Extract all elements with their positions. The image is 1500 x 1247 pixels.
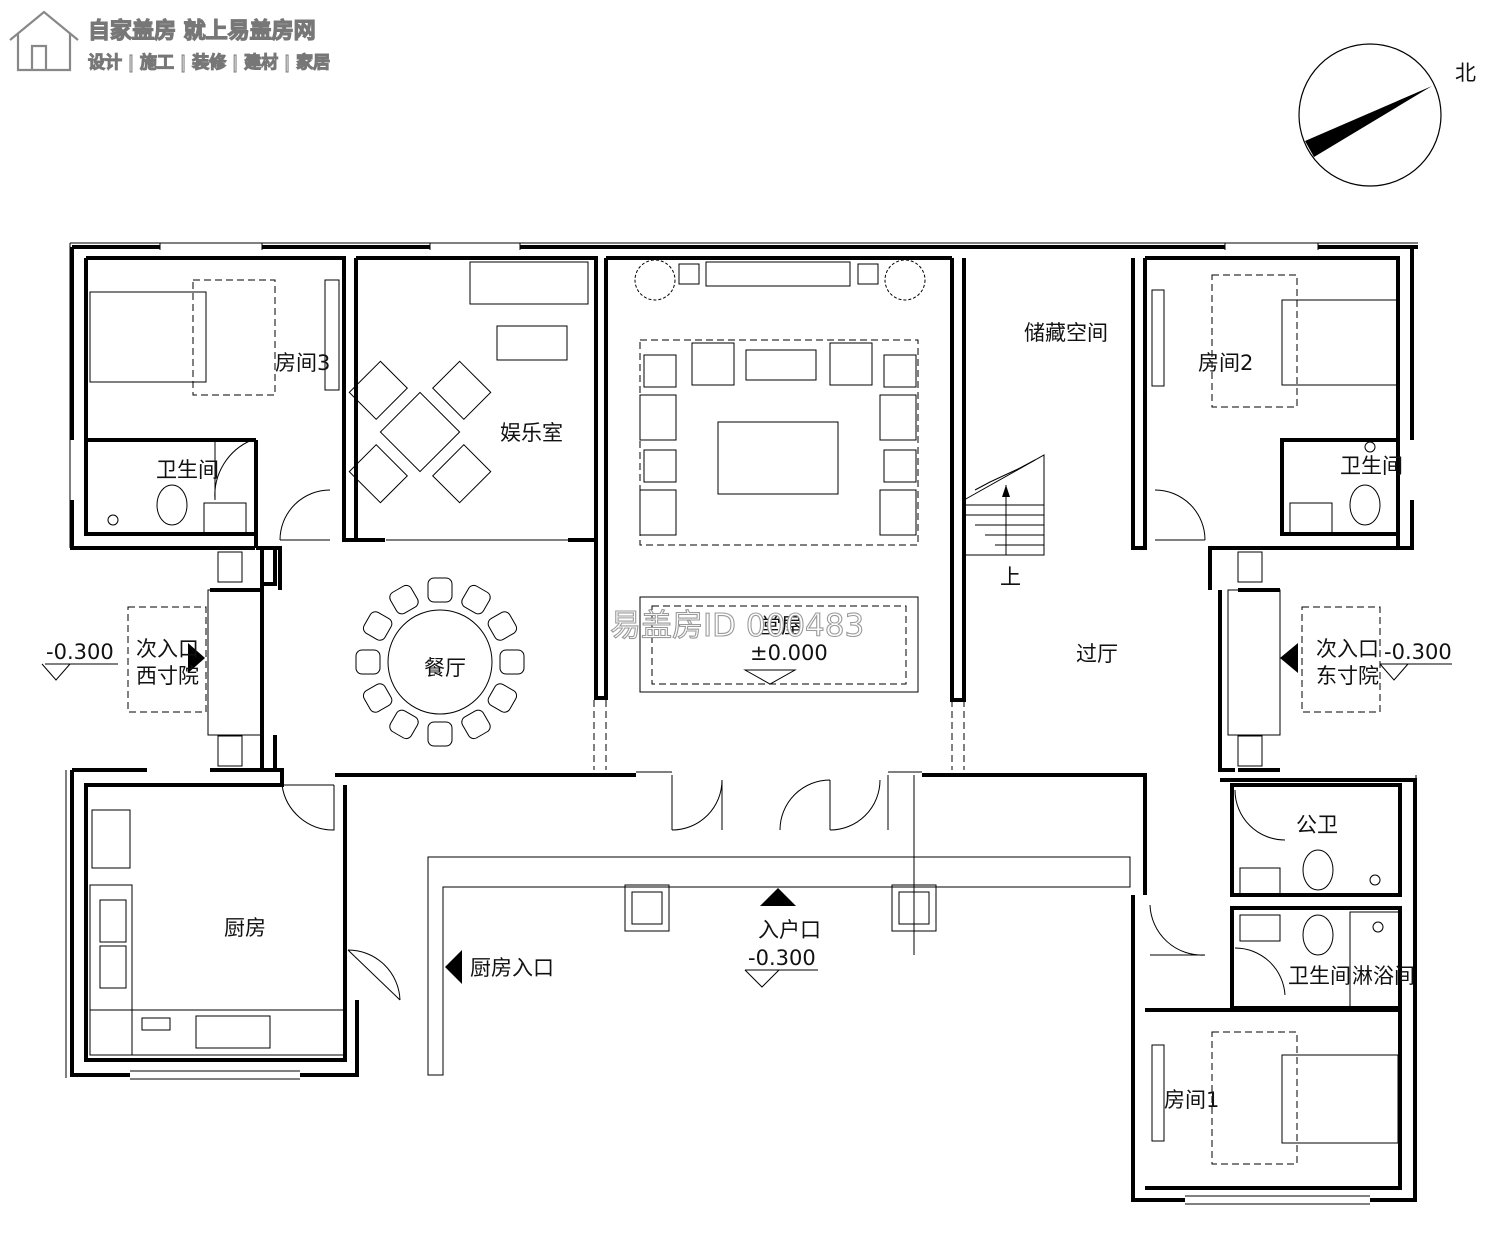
label-bedroom3: 房间3 (275, 351, 330, 375)
hall-rug (639, 339, 919, 546)
tea-table (717, 421, 839, 495)
label-kitchen-entry: 厨房入口 (470, 956, 554, 980)
main-entry-arrow-icon (760, 888, 796, 906)
label-east-yard: 东寸院 (1316, 664, 1379, 688)
label-west-level: -0.300 (46, 640, 114, 664)
stove (99, 899, 127, 943)
staircase (963, 454, 1045, 556)
kitchen-sink (195, 1015, 271, 1049)
label-hall: 堂屋 (760, 614, 802, 638)
label-west-yard: 西寸院 (136, 664, 199, 688)
label-main-entry: 入户口 (758, 918, 821, 942)
dining-chair (362, 611, 393, 641)
bed-3 (89, 291, 207, 383)
dining-chair (427, 577, 453, 603)
watermark: 易盖房ID 000483 (610, 608, 864, 644)
label-hall-level: ±0.000 (750, 641, 828, 665)
label-east-level: -0.300 (1384, 640, 1452, 664)
kitchen-entry-arrow-icon (445, 950, 462, 984)
planter-left (624, 884, 670, 932)
north-arrow-icon (1305, 86, 1432, 157)
label-public-wc: 公卫 (1296, 813, 1338, 837)
entry-markers (41, 643, 1452, 988)
label-stair-up: 上 (1000, 565, 1021, 589)
dining-chair (355, 649, 381, 675)
dining-chair (487, 683, 518, 713)
sofa-ent (469, 261, 589, 305)
dining-chair (461, 709, 491, 740)
doors (214, 439, 1286, 1001)
label-bedroom1: 房间1 (1164, 1088, 1219, 1112)
label-east-entry: 次入口 (1316, 637, 1379, 661)
label-entertainment: 娱乐室 (500, 421, 563, 445)
bed-2 (1281, 299, 1399, 386)
north-label: 北 (1455, 61, 1476, 85)
toilet-nw (156, 484, 188, 526)
dining-chair (389, 709, 419, 740)
label-bathroom-ne: 卫生间 (1340, 454, 1403, 478)
logo-subtitle: 设计 | 施工 | 装修 | 建材 | 家居 (88, 52, 330, 73)
walls (69, 242, 1418, 1202)
dining-chair (487, 611, 518, 641)
sink-nw (203, 502, 247, 534)
label-dining: 餐厅 (424, 656, 466, 680)
altar-table (705, 261, 851, 287)
logo-title: 自家盖房 就上易盖房网 (88, 18, 316, 44)
tv-ent (496, 325, 568, 361)
label-shower: 淋浴间 (1352, 964, 1415, 988)
dining-chair (362, 683, 393, 713)
labels: 房间3 卫生间 娱乐室 餐厅 堂屋 ±0.000 储藏空间 房间2 卫生间 上 … (46, 321, 1452, 1112)
furniture (89, 259, 1401, 1165)
logo: 自家盖房 就上易盖房网 设计 | 施工 | 装修 | 建材 | 家居 (9, 10, 331, 74)
west-entry-arrow-icon (188, 643, 205, 673)
dining-chair (461, 584, 491, 615)
fridge (91, 809, 131, 869)
dining-chair (499, 649, 525, 675)
north-compass: 北 (1298, 43, 1476, 187)
hall-table-area (639, 596, 919, 693)
dining-chair (389, 584, 419, 615)
dining-chair (427, 721, 453, 747)
round-dining-table (387, 609, 493, 715)
logo-house-icon (9, 10, 79, 72)
mahjong-table (348, 360, 492, 504)
label-bedroom2: 房间2 (1198, 351, 1253, 375)
thin-lines (65, 243, 1417, 1205)
dining-chairs (355, 577, 525, 747)
label-kitchen: 厨房 (224, 916, 266, 940)
label-bathroom-nw: 卫生间 (156, 458, 219, 482)
label-bathroom-se: 卫生间 (1288, 964, 1351, 988)
bed-1 (1281, 1054, 1399, 1144)
compass-circle (1298, 43, 1442, 187)
label-corridor: 过厅 (1076, 642, 1118, 666)
label-main-level: -0.300 (748, 946, 816, 970)
label-storage: 储藏空间 (1024, 321, 1108, 345)
bed-3-area (192, 279, 276, 396)
label-west-entry: 次入口 (136, 637, 199, 661)
east-entry-arrow-icon (1280, 643, 1298, 673)
